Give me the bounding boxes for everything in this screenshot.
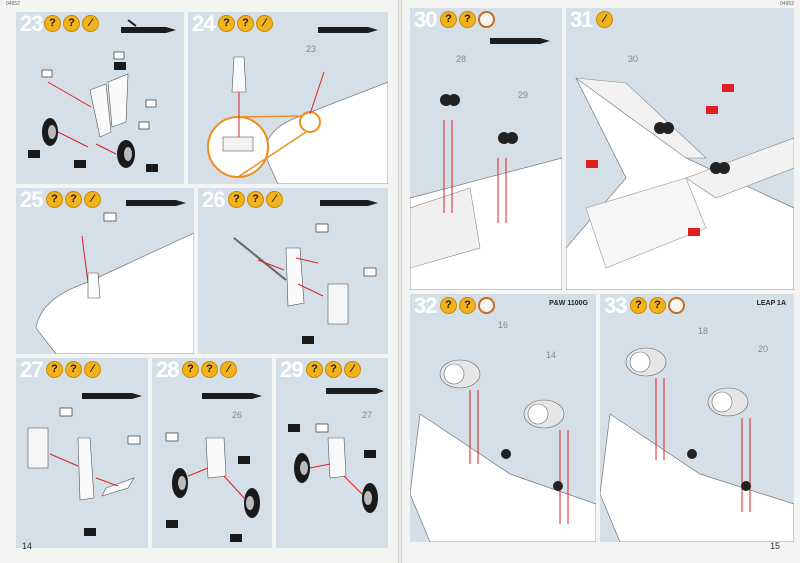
question-icon: ? bbox=[325, 361, 342, 378]
clock-icon bbox=[478, 11, 495, 28]
step-number: 28 bbox=[156, 358, 180, 382]
step-31-drawing bbox=[566, 77, 794, 290]
engine-variant-label: P&W 1100G bbox=[549, 300, 588, 307]
question-icon: ? bbox=[46, 191, 63, 208]
step-icons: ? ? bbox=[440, 11, 495, 28]
step-26-panel: 26 ? ? ⁄ bbox=[198, 188, 388, 354]
step-icons: ? ? ⁄ bbox=[44, 15, 99, 32]
glue-icon: ⁄ bbox=[84, 191, 101, 208]
engine-variant-label: LEAP 1A bbox=[756, 300, 786, 307]
step-icons: ? ? ⁄ bbox=[182, 361, 237, 378]
step-number: 27 bbox=[20, 358, 44, 382]
question-icon: ? bbox=[459, 11, 476, 28]
page-number-left: 14 bbox=[22, 541, 33, 551]
question-icon: ? bbox=[65, 361, 82, 378]
step-27-panel: 27 ? ? ⁄ bbox=[16, 358, 148, 548]
question-icon: ? bbox=[306, 361, 323, 378]
step-25-panel: 25 ? ? ⁄ bbox=[16, 188, 194, 354]
part-number: 27 bbox=[362, 410, 373, 420]
step-icons: ? ? ⁄ bbox=[46, 361, 101, 378]
step-icons: ? ? ⁄ bbox=[228, 191, 283, 208]
question-icon: ? bbox=[649, 297, 666, 314]
question-icon: ? bbox=[46, 361, 63, 378]
step-24-drawing bbox=[207, 27, 388, 184]
step-icons: ? ? bbox=[630, 297, 685, 314]
step-23-panel: 23 ? ? ⁄ bbox=[16, 12, 184, 184]
step-26-drawing bbox=[233, 200, 378, 344]
question-icon: ? bbox=[218, 15, 235, 32]
step-24-panel: 24 ? ? ⁄ 23 bbox=[188, 12, 388, 184]
part-number: 29 bbox=[518, 90, 529, 100]
step-27-drawing bbox=[27, 393, 142, 536]
book-gutter bbox=[398, 0, 402, 563]
question-icon: ? bbox=[440, 11, 457, 28]
glue-icon: ⁄ bbox=[220, 361, 237, 378]
step-icons: ? ? ⁄ bbox=[218, 15, 273, 32]
step-number: 31 bbox=[570, 8, 594, 32]
glue-icon: ⁄ bbox=[344, 361, 361, 378]
part-number: 26 bbox=[232, 410, 243, 420]
step-30-drawing bbox=[410, 38, 562, 290]
step-33-drawing bbox=[600, 347, 794, 542]
page-number-right: 15 bbox=[769, 541, 780, 551]
step-30-panel: 30 ? ? 28 29 bbox=[410, 8, 562, 290]
question-icon: ? bbox=[459, 297, 476, 314]
step-number: 26 bbox=[202, 188, 226, 212]
glue-icon: ⁄ bbox=[84, 361, 101, 378]
step-32-drawing bbox=[410, 359, 596, 542]
glue-icon: ⁄ bbox=[256, 15, 273, 32]
step-number: 30 bbox=[414, 8, 438, 32]
step-25-drawing bbox=[35, 200, 194, 354]
part-number: 16 bbox=[498, 320, 509, 330]
right-page: 04952 30 ? ? 28 29 31 ⁄ 30 bbox=[402, 0, 800, 563]
step-icons: ⁄ bbox=[596, 11, 613, 28]
step-number: 32 bbox=[414, 294, 438, 318]
step-number: 29 bbox=[280, 358, 304, 382]
step-28-panel: 28 ? ? ⁄ 26 bbox=[152, 358, 272, 548]
part-number: 14 bbox=[546, 350, 557, 360]
step-icons: ? ? bbox=[440, 297, 495, 314]
part-number: 30 bbox=[628, 54, 639, 64]
step-23-drawing bbox=[28, 19, 176, 172]
step-31-panel: 31 ⁄ 30 bbox=[566, 8, 794, 290]
step-icons: ? ? ⁄ bbox=[306, 361, 361, 378]
step-number: 24 bbox=[192, 12, 216, 36]
step-number: 23 bbox=[20, 12, 44, 36]
question-icon: ? bbox=[228, 191, 245, 208]
part-number: 20 bbox=[758, 344, 769, 354]
part-number: 28 bbox=[456, 54, 467, 64]
question-icon: ? bbox=[201, 361, 218, 378]
glue-icon: ⁄ bbox=[82, 15, 99, 32]
question-icon: ? bbox=[63, 15, 80, 32]
part-number: 18 bbox=[698, 326, 709, 336]
step-33-panel: 33 ? ? LEAP 1A 18 20 bbox=[600, 294, 794, 542]
glue-icon: ⁄ bbox=[596, 11, 613, 28]
question-icon: ? bbox=[182, 361, 199, 378]
question-icon: ? bbox=[630, 297, 647, 314]
question-icon: ? bbox=[440, 297, 457, 314]
clock-icon bbox=[478, 297, 495, 314]
step-32-panel: 32 ? ? P&W 1100G 16 14 bbox=[410, 294, 596, 542]
question-icon: ? bbox=[44, 15, 61, 32]
question-icon: ? bbox=[247, 191, 264, 208]
step-29-drawing bbox=[288, 388, 384, 513]
step-icons: ? ? ⁄ bbox=[46, 191, 101, 208]
header-code-left: 04952 bbox=[6, 1, 20, 7]
question-icon: ? bbox=[65, 191, 82, 208]
step-28-drawing bbox=[165, 393, 262, 542]
step-29-panel: 29 ? ? ⁄ 27 bbox=[276, 358, 388, 548]
glue-icon: ⁄ bbox=[266, 191, 283, 208]
step-number: 25 bbox=[20, 188, 44, 212]
step-number: 33 bbox=[604, 294, 628, 318]
part-number: 23 bbox=[306, 44, 317, 54]
left-page: 04952 23 ? ? ⁄ bbox=[0, 0, 398, 563]
question-icon: ? bbox=[237, 15, 254, 32]
clock-icon bbox=[668, 297, 685, 314]
header-code-right: 04952 bbox=[780, 1, 794, 7]
